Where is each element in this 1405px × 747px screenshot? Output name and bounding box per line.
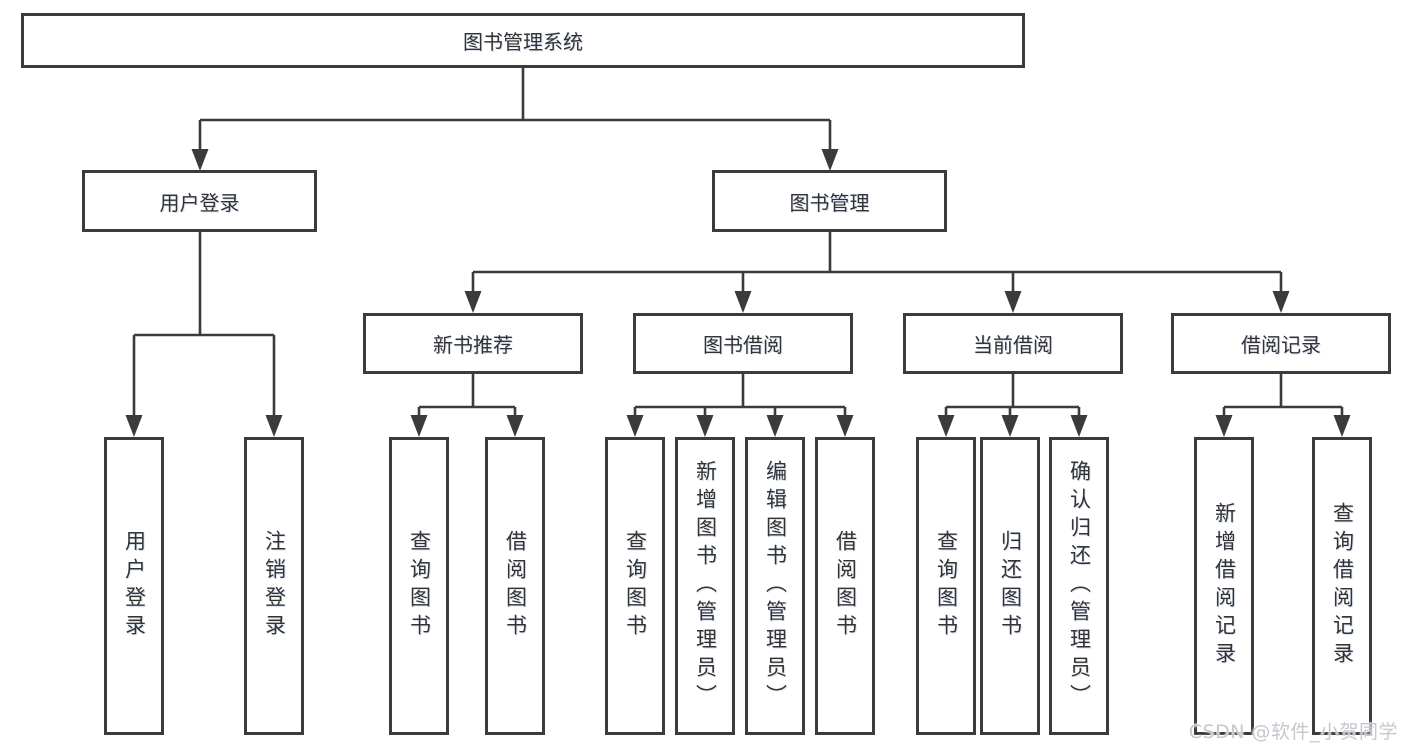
leaf-return-book: 归还图书 — [980, 437, 1040, 735]
node-book-borrow: 图书借阅 — [633, 313, 853, 374]
leaf-confirm-return-admin: 确认归还（管理员） — [1049, 437, 1109, 735]
leaf-user-login-label: 用户登录 — [122, 530, 147, 642]
node-current-borrow: 当前借阅 — [903, 313, 1123, 374]
node-current-borrow-label: 当前借阅 — [973, 333, 1053, 357]
leaf-confirm-return-admin-label: 确认归还（管理员） — [1067, 460, 1092, 712]
leaf-user-login: 用户登录 — [104, 437, 164, 735]
node-user-login: 用户登录 — [82, 170, 317, 232]
leaf-edit-book-admin-label: 编辑图书（管理员） — [763, 460, 788, 712]
leaf-query-books-recommend: 查询图书 — [389, 437, 449, 735]
leaf-add-borrow-record: 新增借阅记录 — [1194, 437, 1254, 735]
leaf-query-books-current-label: 查询图书 — [934, 530, 959, 642]
node-root-label: 图书管理系统 — [463, 30, 583, 54]
node-user-login-label: 用户登录 — [159, 190, 240, 215]
leaf-borrow-books: 借阅图书 — [815, 437, 875, 735]
leaf-add-borrow-record-label: 新增借阅记录 — [1212, 502, 1237, 670]
node-book-management: 图书管理 — [712, 170, 947, 232]
node-borrow-records: 借阅记录 — [1171, 313, 1391, 374]
arrowhead-icons — [125, 149, 1351, 437]
leaf-add-book-admin: 新增图书（管理员） — [675, 437, 735, 735]
leaf-query-books-recommend-label: 查询图书 — [407, 530, 432, 642]
leaf-logout: 注销登录 — [244, 437, 304, 735]
leaf-query-books-current: 查询图书 — [916, 437, 976, 735]
node-book-management-label: 图书管理 — [789, 190, 870, 215]
leaf-borrow-books-label: 借阅图书 — [833, 530, 858, 642]
leaf-borrow-books-recommend: 借阅图书 — [485, 437, 545, 735]
leaf-borrow-books-recommend-label: 借阅图书 — [503, 530, 528, 642]
node-new-book-recommend: 新书推荐 — [363, 313, 583, 374]
leaf-logout-label: 注销登录 — [262, 530, 287, 642]
leaf-return-book-label: 归还图书 — [998, 530, 1023, 642]
leaf-query-borrow-record-label: 查询借阅记录 — [1330, 502, 1355, 670]
node-book-borrow-label: 图书借阅 — [703, 333, 783, 357]
leaf-add-book-admin-label: 新增图书（管理员） — [693, 460, 718, 712]
node-new-book-recommend-label: 新书推荐 — [433, 333, 513, 357]
leaf-query-books-borrow: 查询图书 — [605, 437, 665, 735]
csdn-watermark: CSDN @软件_小贺同学 — [1188, 721, 1398, 743]
node-borrow-records-label: 借阅记录 — [1241, 333, 1321, 357]
leaf-query-borrow-record: 查询借阅记录 — [1312, 437, 1372, 735]
leaf-edit-book-admin: 编辑图书（管理员） — [745, 437, 805, 735]
node-root: 图书管理系统 — [21, 13, 1025, 68]
leaf-query-books-borrow-label: 查询图书 — [623, 530, 648, 642]
